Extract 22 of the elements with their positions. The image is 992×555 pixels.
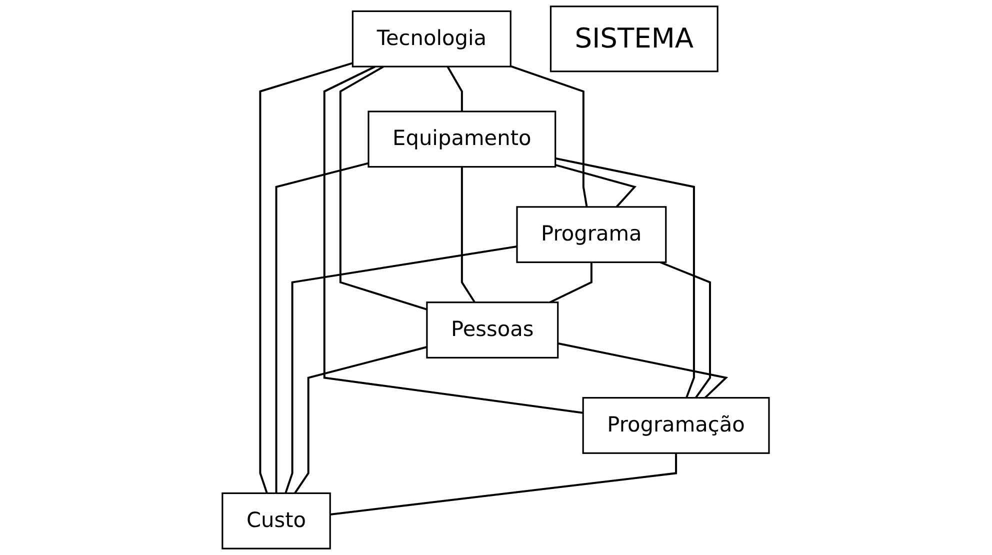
node-box: Programação — [582, 396, 770, 454]
connector — [555, 164, 637, 208]
node-box: Custo — [222, 492, 332, 550]
node-box: Programa — [516, 206, 667, 264]
connector — [330, 453, 678, 516]
connector — [260, 62, 354, 494]
connector — [461, 166, 476, 303]
connector — [340, 66, 428, 310]
connector — [510, 65, 588, 208]
connector — [294, 346, 428, 494]
connector — [284, 245, 518, 494]
connector — [550, 262, 593, 304]
connector — [660, 261, 712, 398]
connector — [447, 66, 464, 112]
node-box: Equipamento — [368, 110, 556, 168]
node-box: SISTEMA — [550, 6, 719, 72]
connector — [276, 162, 370, 494]
node-box: Tecnologia — [352, 10, 512, 68]
connector — [324, 66, 584, 414]
connector — [558, 342, 728, 399]
node-box: Pessoas — [426, 302, 559, 358]
connector — [555, 157, 696, 398]
